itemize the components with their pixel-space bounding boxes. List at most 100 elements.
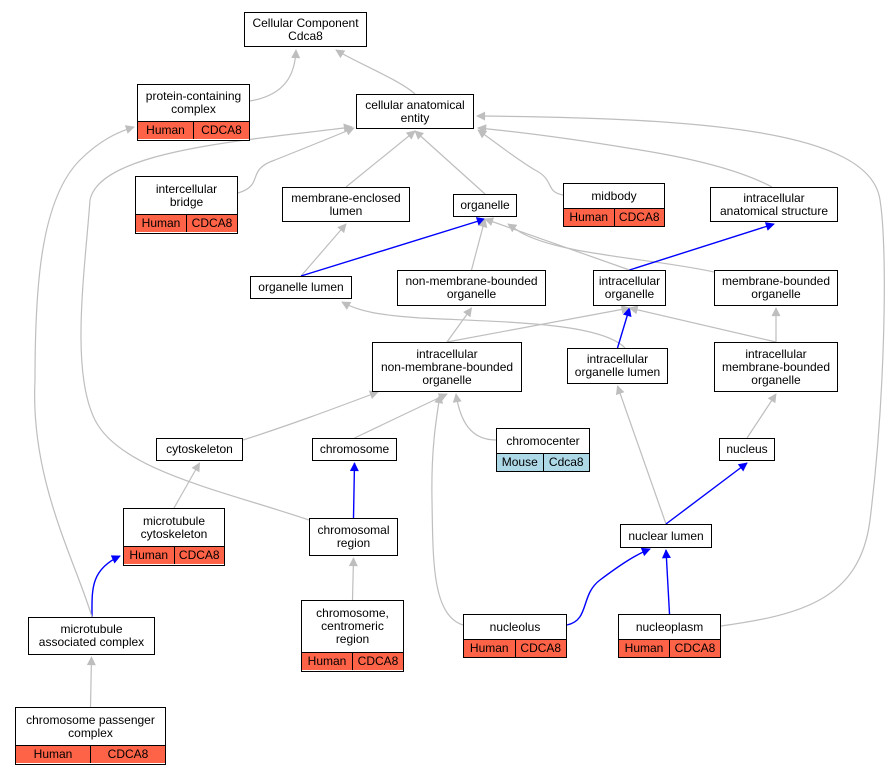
node-label: protein-containing complex — [145, 89, 242, 116]
node-label: intracellular non-membrane-bounded organ… — [380, 346, 514, 387]
node-label: membrane-enclosed lumen — [291, 190, 401, 218]
node-organelle-lumen[interactable]: organelle lumen — [250, 276, 352, 299]
node-nuclear-lumen[interactable]: nuclear lumen — [620, 524, 712, 548]
gene-tag: CDCA8 — [613, 209, 664, 226]
node-microtubule-associated-complex[interactable]: microtubule associated complex — [28, 617, 155, 655]
node-label: chromosomal region — [317, 523, 390, 550]
edge-ol-to-org — [300, 217, 486, 277]
edge-ias-to-cae — [477, 124, 773, 188]
node-cellular-anatomical-entity[interactable]: cellular anatomical entity — [356, 94, 474, 129]
node-cytoskeleton[interactable]: cytoskeleton — [156, 438, 243, 461]
node-label: intracellular organelle lumen — [574, 352, 661, 379]
edge-mel-to-cae — [345, 130, 416, 188]
node-label: organelle lumen — [258, 280, 344, 294]
species-tag-mouse: Mouse — [497, 454, 543, 471]
edge-inmbo-to-nmbo — [446, 307, 473, 343]
gene-tag: CDCA8 — [90, 746, 165, 763]
node-label: chromosome, centromeric region — [316, 606, 389, 646]
node-label: membrane-bounded organelle — [721, 274, 831, 301]
edge-nmbo-to-org — [470, 218, 488, 271]
node-label: chromocenter — [506, 433, 580, 448]
edge-nl-to-iol — [615, 385, 667, 525]
edge-nup-to-nl — [661, 549, 671, 615]
node-intracellular-organelle-lumen[interactable]: intracellular organelle lumen — [567, 348, 668, 384]
edge-cyto-to-inmbo — [242, 390, 379, 441]
edge-imbo-to-io — [628, 305, 777, 343]
edge-nup-to-cae — [476, 111, 885, 627]
node-label: nucleolus — [489, 619, 541, 634]
gene-tag: Cdca8 — [542, 454, 589, 471]
node-cellular-component[interactable]: Cellular Component Cdca8 — [244, 12, 367, 47]
node-intracellular-membrane-bounded-organelle[interactable]: intracellular membrane-bounded organelle — [714, 342, 838, 392]
node-label: nuclear lumen — [628, 528, 704, 543]
edge-cr-to-chrom — [349, 462, 359, 519]
node-intracellular-non-membrane-bounded-organelle[interactable]: intracellular non-membrane-bounded organ… — [372, 342, 522, 392]
edge-cpc-to-mac — [86, 656, 96, 708]
gene-tag: CDCA8 — [173, 547, 224, 564]
edge-nuo-to-inmbo — [431, 394, 464, 626]
edge-pcc-to-cc — [249, 49, 301, 102]
node-membrane-enclosed-lumen[interactable]: membrane-enclosed lumen — [282, 187, 410, 222]
node-chromosome[interactable]: chromosome — [312, 438, 397, 461]
species-tag-human: Human — [124, 547, 174, 564]
edge-org-to-cae — [414, 130, 486, 195]
edge-cae-to-cc — [335, 49, 416, 95]
node-non-membrane-bounded-organelle[interactable]: non-membrane-bounded organelle — [397, 270, 546, 306]
node-label: chromosome — [319, 442, 390, 456]
node-organelle[interactable]: organelle — [453, 194, 517, 217]
edge-mid-to-cae — [477, 129, 564, 196]
edge-nuc-to-imbo — [746, 393, 777, 439]
edge-ib-to-cae — [237, 126, 355, 194]
node-label: intracellular anatomical structure — [719, 190, 829, 218]
edge-mac-to-mtc — [91, 555, 121, 618]
node-label: cellular anatomical entity — [365, 97, 465, 125]
gene-tag: CDCA8 — [352, 653, 403, 670]
node-label: cytoskeleton — [166, 442, 233, 456]
node-label: intercellular bridge — [155, 181, 218, 209]
node-membrane-bounded-organelle[interactable]: membrane-bounded organelle — [714, 270, 838, 306]
node-intracellular-anatomical-structure[interactable]: intracellular anatomical structure — [710, 187, 838, 222]
node-label: chromosome passenger complex — [26, 712, 155, 740]
node-label: organelle — [460, 198, 510, 212]
species-tag-human: Human — [564, 209, 614, 226]
edge-mac-to-pcc — [34, 125, 135, 618]
species-tag-human: Human — [16, 746, 90, 763]
edge-mbo-to-org — [507, 223, 715, 273]
edge-nuo-to-nl — [566, 547, 651, 626]
node-intracellular-organelle[interactable]: intracellular organelle — [593, 270, 666, 306]
gene-tag: CDCA8 — [669, 640, 720, 657]
node-nucleus[interactable]: nucleus — [719, 438, 775, 461]
species-tag-human: Human — [302, 653, 352, 670]
species-tag-human: Human — [136, 215, 186, 232]
edge-nl-to-nuc — [665, 462, 748, 525]
node-label: non-membrane-bounded organelle — [405, 274, 538, 301]
node-label: nucleus — [726, 442, 768, 456]
edge-iol-to-ol — [341, 301, 626, 349]
gene-tag: CDCA8 — [186, 215, 237, 232]
gene-tag: CDCA8 — [514, 640, 566, 657]
edge-ccr-to-cr — [348, 557, 358, 601]
edge-ol-to-mel — [300, 223, 347, 277]
species-tag-human: Human — [619, 640, 669, 657]
gene-tag: CDCA8 — [193, 122, 249, 139]
edge-inmbo-to-io — [446, 305, 631, 343]
node-label: intracellular membrane-bounded organelle — [721, 346, 831, 387]
species-tag-human: Human — [138, 122, 193, 139]
node-label: microtubule cytoskeleton — [140, 513, 208, 541]
edge-mtc-to-cyto — [173, 462, 201, 509]
edge-io-to-ias — [629, 222, 775, 271]
species-tag-human: Human — [464, 640, 515, 657]
node-chromosomal-region[interactable]: chromosomal region — [309, 518, 398, 556]
edge-cr-to-cae — [80, 123, 353, 521]
edge-iol-to-io — [616, 307, 632, 349]
